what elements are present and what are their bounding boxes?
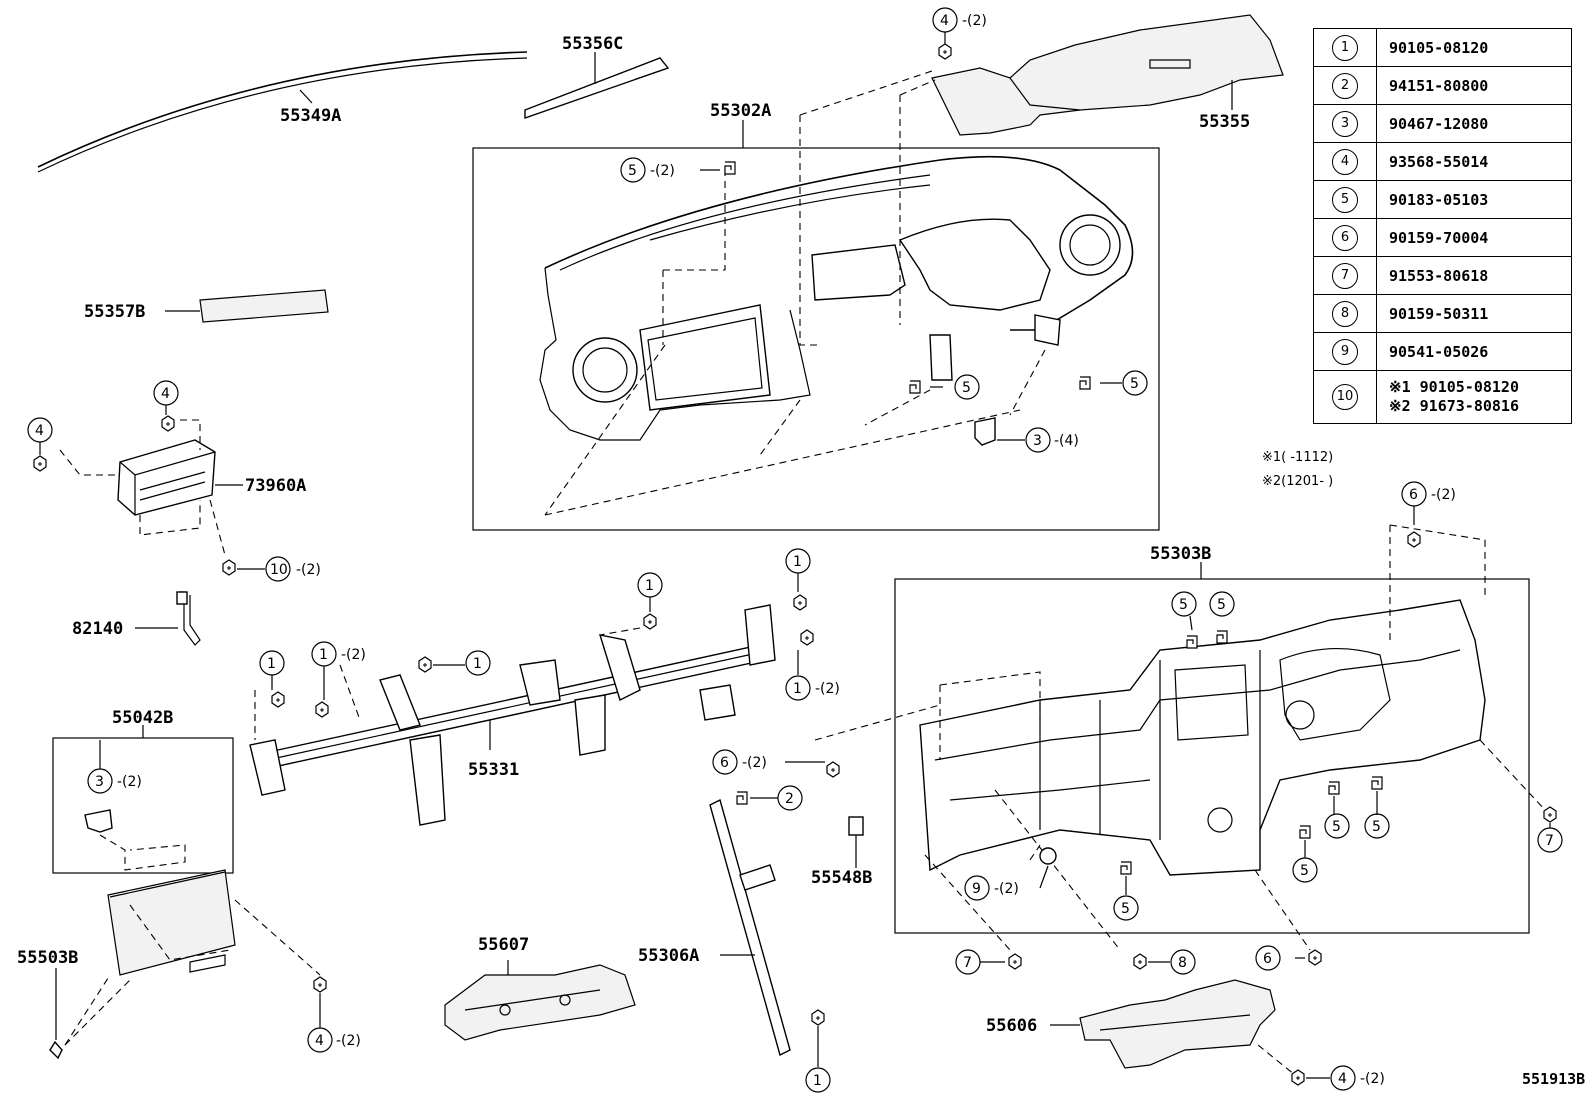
table-row: 10 ※1 90105-08120 ※2 91673-80816 [1313, 370, 1572, 424]
label-55606: 55606 [986, 1016, 1037, 1036]
label-55331: 55331 [468, 760, 519, 780]
callout-6-bottom: 6 [1263, 951, 1272, 967]
label-55548B: 55548B [811, 868, 872, 888]
label-55349A: 55349A [280, 106, 341, 126]
label-55503B: 55503B [17, 948, 78, 968]
qty-10-airbag: -(2) [296, 562, 321, 578]
callout-5-top: 5 [628, 163, 637, 179]
callout-4-top: 4 [940, 13, 949, 29]
ref-circle: 7 [1332, 262, 1358, 289]
callout-5-frame-f: 5 [1121, 901, 1130, 917]
note-variant-2: ※2(1201- ) [1262, 474, 1334, 489]
callout-3-glovebox: 3 [95, 774, 104, 790]
label-55356C: 55356C [562, 34, 623, 54]
label-55607: 55607 [478, 935, 529, 955]
callout-1-beam-d: 1 [645, 578, 654, 594]
ref-circle: 6 [1332, 224, 1358, 251]
qty-3-inpanel: -(4) [1054, 433, 1079, 449]
callout-4-glovebox: 4 [315, 1033, 324, 1049]
qty-4-bottom: -(2) [1360, 1071, 1385, 1087]
callout-6-center: 6 [720, 755, 729, 771]
qty-4-glovebox: -(2) [336, 1033, 361, 1049]
table-row: 3 90467-12080 [1313, 104, 1572, 143]
label-73960A: 73960A [245, 476, 306, 496]
part-number: 91553-80618 [1376, 256, 1572, 295]
callout-1-brace: 1 [813, 1073, 822, 1089]
part-number: 90467-12080 [1376, 104, 1572, 143]
callout-9: 9 [972, 881, 981, 897]
ref-circle: 10 [1332, 384, 1358, 410]
part-number-variant-2: ※2 91673-80816 [1389, 397, 1519, 415]
callout-5-frame-c: 5 [1332, 819, 1341, 835]
callout-4-bottom: 4 [1338, 1071, 1347, 1087]
figure-code: 551913B [1522, 1070, 1586, 1088]
callout-1-beam-a: 1 [267, 656, 276, 672]
label-55303B: 55303B [1150, 544, 1211, 564]
qty-1-beam-b: -(2) [341, 647, 366, 663]
ref-circle: 9 [1332, 338, 1358, 365]
table-row: 5 90183-05103 [1313, 180, 1572, 219]
part-number: 93568-55014 [1376, 142, 1572, 181]
callout-1-beam-f: 1 [793, 681, 802, 697]
ref-circle: 3 [1332, 110, 1358, 137]
parts-reference-table: 1 90105-08120 2 94151-80800 3 90467-1208… [1313, 28, 1572, 424]
label-55355: 55355 [1199, 112, 1250, 132]
label-82140: 82140 [72, 619, 123, 639]
qty-1-beam-f: -(2) [815, 681, 840, 697]
ref-circle: 4 [1332, 148, 1358, 175]
callout-4-airbag-top: 4 [161, 386, 170, 402]
table-row: 9 90541-05026 [1313, 332, 1572, 371]
part-number: 90105-08120 [1376, 28, 1572, 67]
table-row: 6 90159-70004 [1313, 218, 1572, 257]
callout-8: 8 [1178, 955, 1187, 971]
callout-1-beam-c: 1 [473, 656, 482, 672]
table-row: 8 90159-50311 [1313, 294, 1572, 333]
callout-3-inpanel: 3 [1033, 433, 1042, 449]
callout-7-right: 7 [1545, 833, 1554, 849]
callout-5-frame-a: 5 [1179, 597, 1188, 613]
table-row: 2 94151-80800 [1313, 66, 1572, 105]
callout-7-bottom: 7 [963, 955, 972, 971]
callout-2-center: 2 [785, 791, 794, 807]
callout-5-mid: 5 [962, 380, 971, 396]
callout-1-beam-b: 1 [319, 647, 328, 663]
label-55302A: 55302A [710, 101, 771, 121]
qty-4-top: -(2) [962, 13, 987, 29]
note-variant-1: ※1( -1112) [1262, 450, 1334, 465]
callout-10-airbag: 10 [270, 562, 288, 578]
callout-6-topright: 6 [1409, 487, 1418, 503]
callout-4-airbag-left: 4 [35, 423, 44, 439]
callout-5-frame-e: 5 [1300, 863, 1309, 879]
table-row: 1 90105-08120 [1313, 28, 1572, 67]
label-55042B: 55042B [112, 708, 173, 728]
callout-5-frame-d: 5 [1372, 819, 1381, 835]
qty-9: -(2) [994, 881, 1019, 897]
qty-6-center: -(2) [742, 755, 767, 771]
callout-5-frame-b: 5 [1217, 597, 1226, 613]
ref-circle: 1 [1332, 34, 1358, 61]
qty-3-glovebox: -(2) [117, 774, 142, 790]
qty-5-top: -(2) [650, 163, 675, 179]
part-number-variant-1: ※1 90105-08120 [1389, 378, 1519, 396]
qty-6-topright: -(2) [1431, 487, 1456, 503]
ref-circle: 8 [1332, 300, 1358, 327]
part-number: 94151-80800 [1376, 66, 1572, 105]
label-55306A: 55306A [638, 946, 699, 966]
ref-circle: 5 [1332, 186, 1358, 213]
ref-circle: 2 [1332, 72, 1358, 99]
part-number: 90541-05026 [1376, 332, 1572, 371]
part-number: 90159-50311 [1376, 294, 1572, 333]
table-row: 7 91553-80618 [1313, 256, 1572, 295]
table-row: 4 93568-55014 [1313, 142, 1572, 181]
part-number: 90159-70004 [1376, 218, 1572, 257]
callout-5-right: 5 [1130, 376, 1139, 392]
callout-1-beam-e: 1 [793, 554, 802, 570]
label-55357B: 55357B [84, 302, 145, 322]
part-number: 90183-05103 [1376, 180, 1572, 219]
